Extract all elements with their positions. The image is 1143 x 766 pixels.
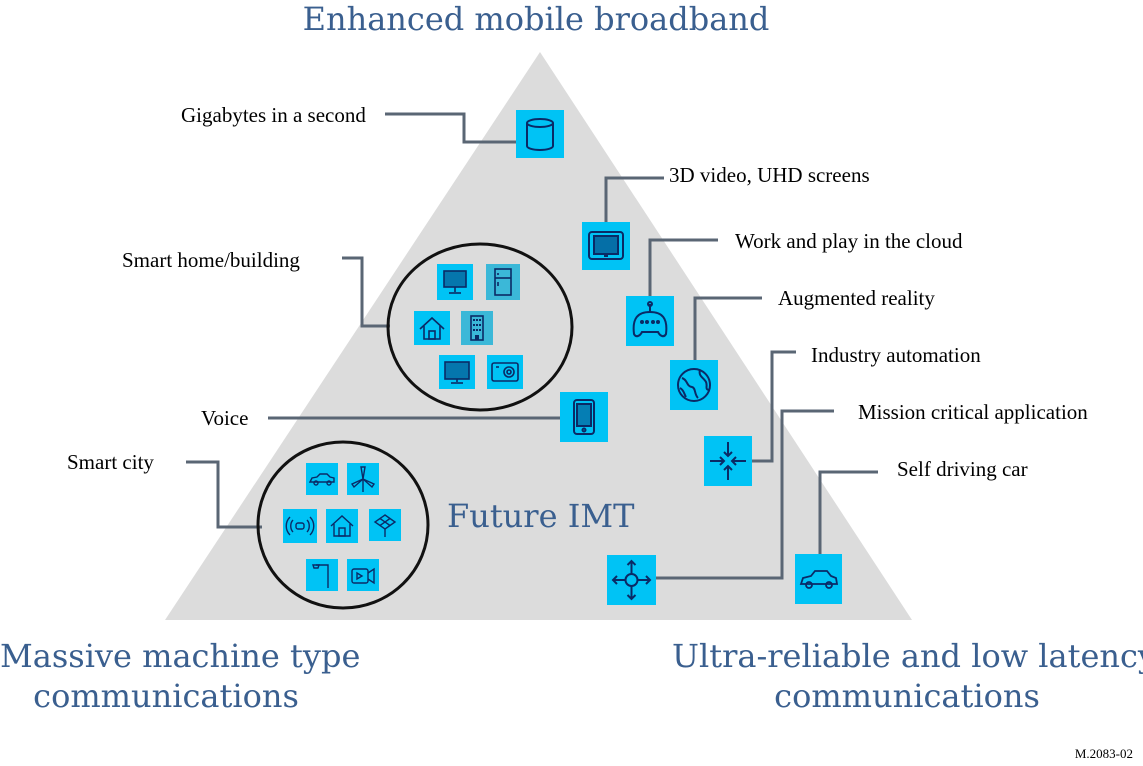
label-industry-automation: Industry automation <box>811 343 981 367</box>
gamepad-icon <box>626 296 674 346</box>
solar-panel-icon <box>369 509 401 541</box>
connector-3d-video <box>604 176 664 242</box>
street-light-icon <box>306 559 338 591</box>
refrigerator-icon <box>486 264 520 300</box>
car-icon <box>795 554 842 604</box>
wireless-signal-icon <box>283 509 317 543</box>
house-icon <box>326 509 358 543</box>
connector-smart-home <box>342 256 390 328</box>
massive-machine-title-line2: communications <box>33 677 299 715</box>
mobile-phone-icon <box>560 392 608 442</box>
office-building-icon <box>461 311 493 345</box>
tablet-screen-icon <box>582 222 630 270</box>
label-smart-city: Smart city <box>67 450 154 474</box>
massive-machine-title-line1: Massive machine type <box>0 637 361 675</box>
database-icon <box>516 110 564 158</box>
monitor-icon <box>437 264 473 300</box>
wind-turbine-icon <box>347 463 379 495</box>
video-camera-icon <box>347 559 379 591</box>
connector-gigabytes <box>385 112 516 144</box>
urllc-title-line2: communications <box>774 677 1040 715</box>
label-cloud: Work and play in the cloud <box>735 229 963 253</box>
smart-city-circle <box>256 440 430 610</box>
label-self-driving: Self driving car <box>897 457 1028 481</box>
television-icon <box>439 355 475 389</box>
figure-reference: M.2083-02 <box>1074 746 1133 761</box>
connector-smart-city <box>186 460 262 529</box>
label-smart-home: Smart home/building <box>122 248 300 272</box>
future-imt-label: Future IMT <box>447 497 635 535</box>
connector-industry-automation <box>752 350 796 463</box>
arrows-inward-icon <box>704 436 752 486</box>
small-car-icon <box>306 463 338 495</box>
connector-cloud <box>648 238 718 296</box>
label-augmented-reality: Augmented reality <box>778 286 935 310</box>
arrows-outward-icon <box>607 555 656 605</box>
connector-augmented-reality <box>693 296 762 360</box>
connector-self-driving <box>818 470 878 556</box>
home-icon <box>414 311 450 345</box>
connector-lines <box>186 112 878 580</box>
globe-icon <box>670 360 718 410</box>
label-gigabytes: Gigabytes in a second <box>181 103 366 127</box>
urllc-title-line1: Ultra-reliable and low latency <box>672 637 1143 675</box>
label-voice: Voice <box>201 406 249 430</box>
connector-mission-critical <box>656 409 834 580</box>
label-3d-video: 3D video, UHD screens <box>669 163 870 187</box>
washing-machine-icon <box>487 355 523 389</box>
enhanced-mobile-broadband-title: Enhanced mobile broadband <box>302 0 770 38</box>
smart-home-circle <box>386 242 574 412</box>
label-mission-critical: Mission critical application <box>858 400 1088 424</box>
